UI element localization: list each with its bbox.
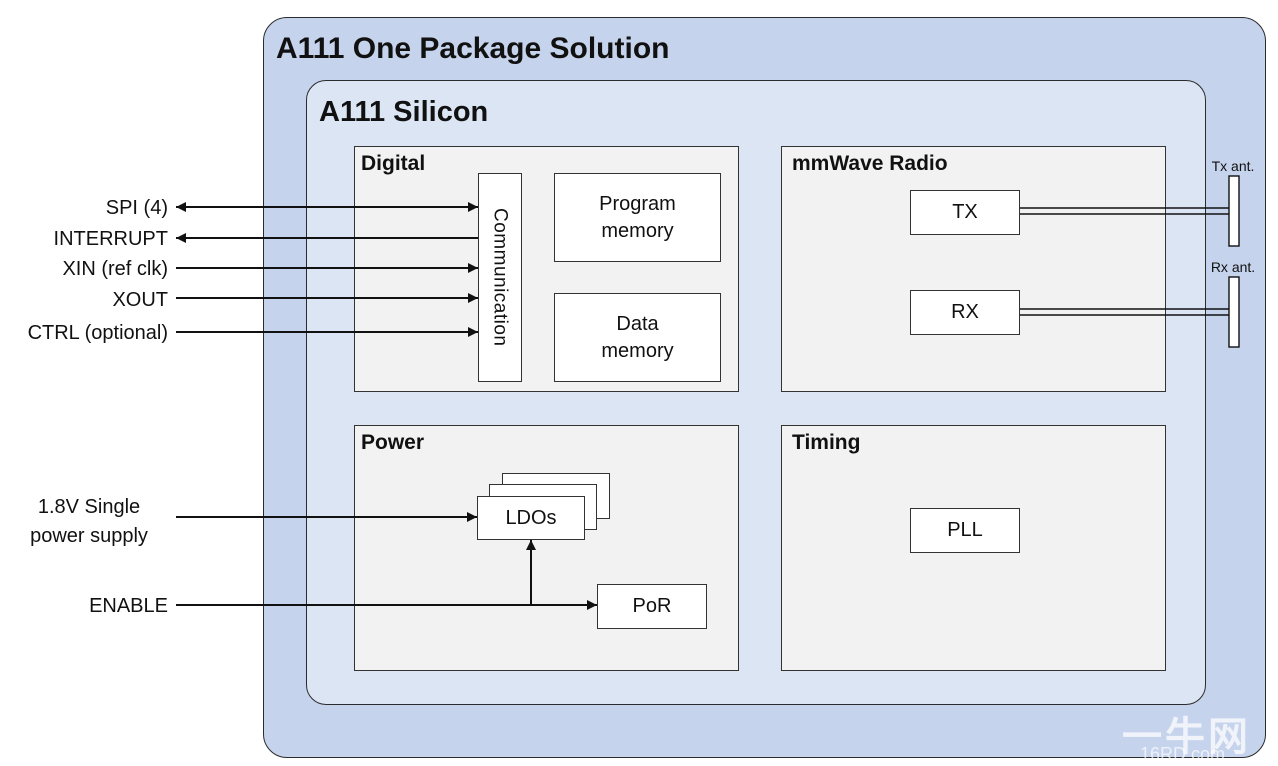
communication-label: Communication (489, 208, 511, 347)
pll-label: PLL (947, 519, 983, 541)
watermark-site: 16RD.com (1140, 744, 1226, 764)
program-memory-block: Program memory (554, 173, 721, 262)
supply-label: 1.8V Single power supply (10, 493, 168, 551)
por-label: PoR (632, 595, 672, 617)
xout-label: XOUT (112, 289, 168, 311)
rx-block: RX (910, 290, 1020, 335)
supply-label-line2: power supply (30, 525, 148, 547)
power-title: Power (361, 431, 425, 454)
spi-label: SPI (4) (105, 197, 168, 219)
tx-block: TX (910, 190, 1020, 235)
watermark-brand: 一牛网 (1122, 715, 1251, 759)
data-memory-label-line2: memory (601, 339, 674, 362)
ctrl-label: CTRL (optional) (27, 322, 168, 344)
tx-label: TX (952, 201, 978, 223)
data-memory-block: Data memory (554, 293, 721, 382)
mmwave-radio-title: mmWave Radio (792, 152, 948, 175)
enable-label: ENABLE (89, 595, 168, 617)
program-memory-label-line1: Program (599, 192, 676, 215)
tx-antenna (1228, 175, 1240, 247)
xin-label: XIN (ref clk) (62, 258, 168, 280)
digital-title: Digital (361, 152, 426, 175)
timing-title: Timing (792, 431, 861, 454)
program-memory-label-line2: memory (601, 219, 674, 242)
supply-label-line1: 1.8V Single (37, 496, 141, 518)
rx-antenna (1228, 276, 1240, 348)
silicon-title: A111 Silicon (319, 96, 489, 128)
communication-block: Communication (478, 173, 522, 382)
tx-antenna-label: Tx ant. (1211, 158, 1255, 174)
rx-label: RX (951, 301, 979, 323)
power-panel (354, 425, 739, 671)
por-block: PoR (597, 584, 707, 629)
data-memory-label-line1: Data (616, 312, 659, 335)
rx-antenna-label: Rx ant. (1210, 259, 1256, 275)
package-title: A111 One Package Solution (276, 32, 670, 65)
mmwave-radio-panel (781, 146, 1166, 392)
ldos-label: LDOs (505, 506, 557, 529)
interrupt-label: INTERRUPT (53, 228, 168, 250)
pll-block: PLL (910, 508, 1020, 553)
ldos-block: LDOs (477, 496, 585, 540)
